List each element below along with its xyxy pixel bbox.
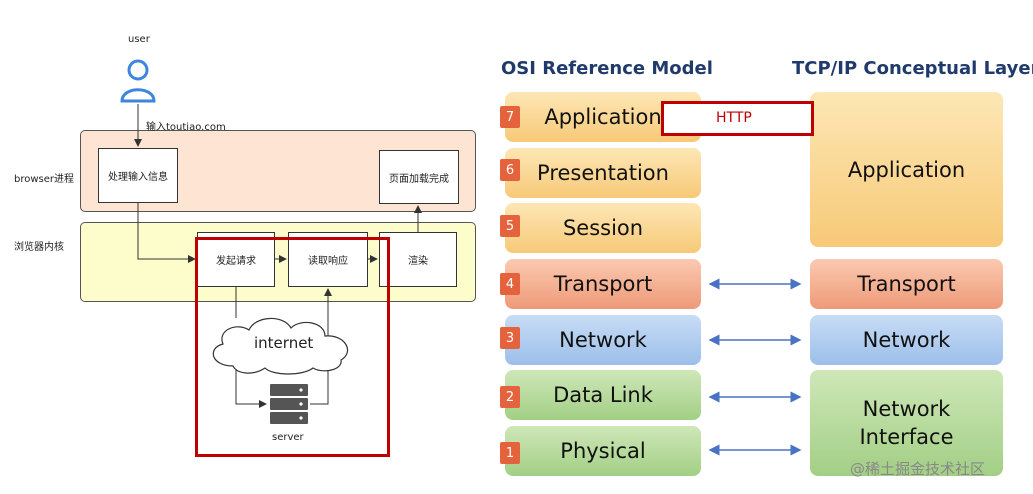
- tcpip-layer-network: Network: [810, 315, 1003, 365]
- read-response-box: 读取响应: [288, 232, 368, 287]
- render-process-label: 浏览器内核: [14, 242, 64, 253]
- http-highlight-box: [661, 101, 814, 136]
- tcpip-layer-application: Application: [810, 92, 1003, 247]
- osi-layer-network: Network: [505, 315, 701, 365]
- highlight-frame-network: [195, 237, 390, 457]
- layer-number-badge: 3: [500, 327, 520, 349]
- user-label: user: [128, 34, 150, 45]
- render-box: 渲染: [379, 232, 457, 287]
- layer-number-badge: 4: [500, 273, 520, 295]
- osi-layer-data-link: Data Link: [505, 370, 701, 420]
- user-icon: [120, 59, 156, 103]
- osi-layer-physical: Physical: [505, 426, 701, 476]
- send-request-box: 发起请求: [197, 232, 275, 287]
- layer-number-badge: 5: [500, 215, 520, 237]
- layer-number-badge: 7: [500, 106, 520, 128]
- browser-process-label: browser进程: [14, 174, 75, 185]
- cloud-icon: [212, 317, 348, 375]
- tcpip-layer-transport: Transport: [810, 259, 1003, 309]
- layer-number-badge: 2: [500, 386, 520, 408]
- input-label: 输入toutiao.com: [146, 122, 226, 133]
- server-label: server: [272, 432, 304, 443]
- tcpip-layer-network-interface: Network Interface: [810, 370, 1003, 476]
- osi-layer-transport: Transport: [505, 259, 701, 309]
- process-input-box: 处理输入信息: [98, 148, 178, 203]
- tcpip-heading: TCP/IP Conceptual Layers: [792, 58, 1033, 79]
- layer-number-badge: 1: [500, 442, 520, 464]
- layer-number-badge: 6: [500, 159, 520, 181]
- osi-heading: OSI Reference Model: [501, 58, 713, 79]
- http-label: HTTP: [716, 110, 752, 126]
- layer-mapping-arrows: [708, 278, 802, 456]
- osi-layer-presentation: Presentation: [505, 148, 701, 198]
- page-loaded-box: 页面加载完成: [379, 150, 459, 204]
- internet-label: internet: [254, 334, 314, 352]
- server-icon: [270, 384, 308, 424]
- flow-arrows: [134, 104, 422, 408]
- footer-watermark: @稀土掘金技术社区: [850, 460, 986, 478]
- osi-layer-session: Session: [505, 203, 701, 253]
